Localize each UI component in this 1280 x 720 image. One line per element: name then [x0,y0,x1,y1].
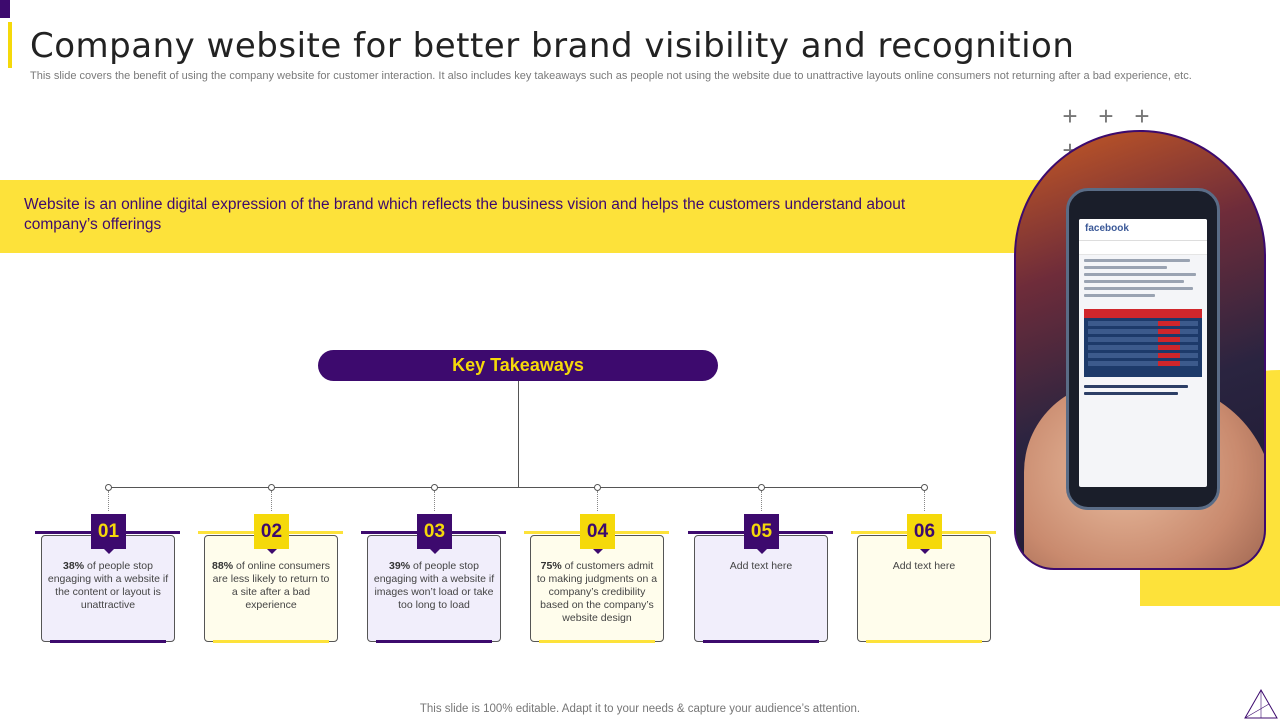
connector-drop [761,491,762,511]
takeaway-text: 38% of people stop engaging with a websi… [47,560,169,611]
key-takeaways-label: Key Takeaways [318,350,718,381]
takeaway-text: Add text here [729,560,793,572]
plus-icon: + [1062,101,1078,131]
takeaway-number: 06 [907,514,942,554]
connector-drop [597,491,598,511]
connector-dot [268,484,275,491]
post-caption [1079,381,1207,403]
connector-dot [594,484,601,491]
plus-icon: + [1134,101,1150,131]
corner-accent [0,0,10,18]
title-accent-bar [8,22,12,68]
plus-icon: + [1098,101,1114,131]
connector-line [108,487,925,488]
page-title: Company website for better brand visibil… [30,26,1075,66]
facebook-header: facebook [1079,219,1207,241]
banner [0,180,1045,253]
facebook-nav-icons [1079,241,1207,255]
connector-drop [434,491,435,511]
connector-dot [105,484,112,491]
connector-dot [758,484,765,491]
smartphone: facebook [1066,188,1220,510]
takeaway-number: 02 [254,514,289,554]
connector-drop [108,491,109,511]
connector-stem [518,381,519,487]
takeaway-text: 39% of people stop engaging with a websi… [373,560,495,611]
connector-dot [921,484,928,491]
banner-text: Website is an online digital expression … [24,196,906,233]
card-bottom-line [376,640,492,643]
triangle-logo-icon [1244,688,1278,719]
connector-drop [271,491,272,511]
phone-photo: facebook [1014,130,1266,570]
cdc-chart-image [1084,309,1202,377]
takeaway-text: 88% of online consumers are less likely … [212,560,330,611]
card-bottom-line [213,640,329,643]
phone-screen: facebook [1079,219,1207,487]
takeaway-number: 05 [744,514,779,554]
takeaway-stat: 39% [389,560,411,572]
card-bottom-line [539,640,655,643]
takeaway-text: 75% of customers admit to making judgmen… [536,560,658,624]
card-bottom-line [50,640,166,643]
takeaway-stat: 38% [63,560,85,572]
takeaway-text: Add text here [892,560,956,572]
takeaway-number: 03 [417,514,452,554]
post-text [1079,255,1207,305]
connector-drop [924,491,925,511]
takeaway-number: 04 [580,514,615,554]
connector-dot [431,484,438,491]
takeaway-stat: 88% [212,560,234,572]
card-bottom-line [703,640,819,643]
takeaway-number: 01 [91,514,126,554]
takeaway-stat: 75% [540,560,562,572]
footer-note: This slide is 100% editable. Adapt it to… [419,703,861,715]
card-bottom-line [866,640,982,643]
page-subtitle: This slide covers the benefit of using t… [30,70,1192,82]
